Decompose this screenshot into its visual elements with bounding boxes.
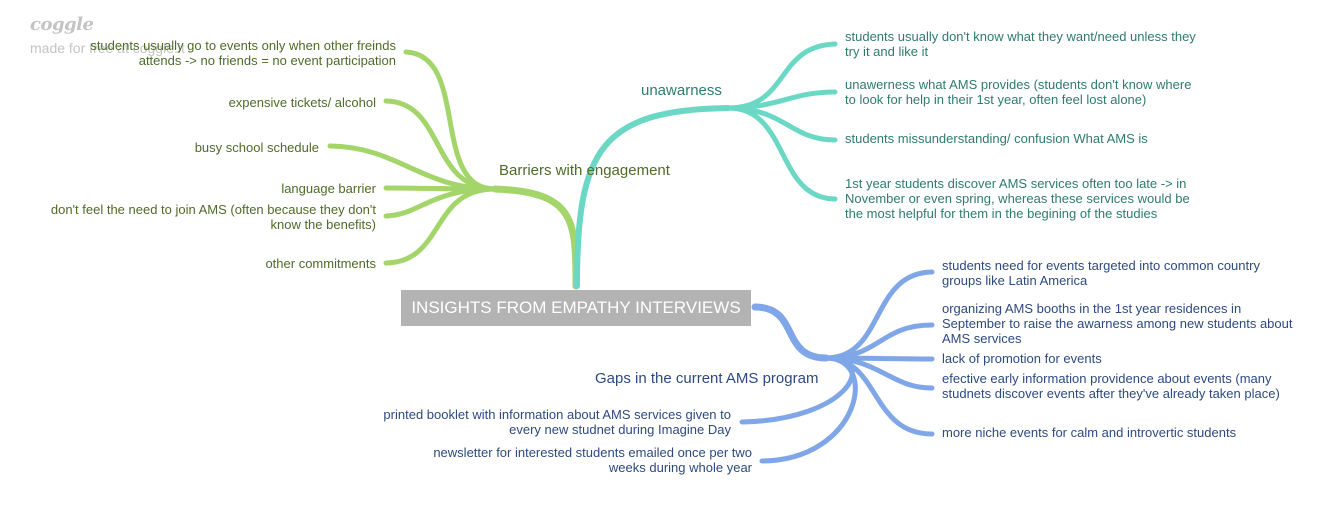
unawarness-item-3[interactable]: students missunderstanding/ confusion Wh… [845, 131, 1148, 146]
unawarness-item-1[interactable]: students usually don't know what they wa… [845, 29, 1196, 59]
gap-item-4[interactable]: efective early information providence ab… [942, 371, 1280, 401]
coggle-watermark: coggle made for free at coggle.it [30, 14, 185, 56]
gap-item-1[interactable]: students need for events targeted into c… [942, 258, 1260, 288]
gap-item-7[interactable]: newsletter for interested students email… [433, 445, 752, 475]
branch-unawarness-title[interactable]: unawarness [641, 82, 722, 99]
barrier-item-5[interactable]: don't feel the need to join AMS (often b… [50, 202, 376, 232]
branch-connector-unawarness [574, 105, 731, 289]
branch-connector-gaps [751, 303, 830, 362]
barrier-item-6[interactable]: other commitments [265, 256, 376, 271]
gap-item-5[interactable]: more niche events for calm and introvert… [942, 425, 1237, 440]
barrier-item-2[interactable]: expensive tickets/ alcohol [228, 95, 376, 110]
gap-item-6[interactable]: printed booklet with information about A… [383, 407, 731, 437]
gap-item-3[interactable]: lack of promotion for events [942, 351, 1102, 366]
barrier-item-4[interactable]: language barrier [281, 181, 376, 196]
barrier-item-1[interactable]: students usually go to events only when … [90, 38, 396, 68]
barrier-item-3[interactable]: busy school schedule [194, 140, 319, 155]
unawarness-item-2[interactable]: unawerness what AMS provides (students d… [845, 77, 1192, 107]
coggle-logo: coggle [30, 14, 94, 35]
branch-connector-barriers [491, 185, 580, 290]
unawarness-item-4[interactable]: 1st year students discover AMS services … [845, 176, 1190, 221]
branch-gaps-title[interactable]: Gaps in the current AMS program [595, 370, 819, 387]
gap-item-2[interactable]: organizing AMS booths in the 1st year re… [942, 301, 1293, 346]
watermark-tagline: made for free at coggle.it [30, 40, 185, 56]
central-node[interactable]: INSIGHTS FROM EMPATHY INTERVIEWS [401, 290, 751, 326]
branch-barriers-title[interactable]: Barriers with engagement [499, 162, 670, 179]
